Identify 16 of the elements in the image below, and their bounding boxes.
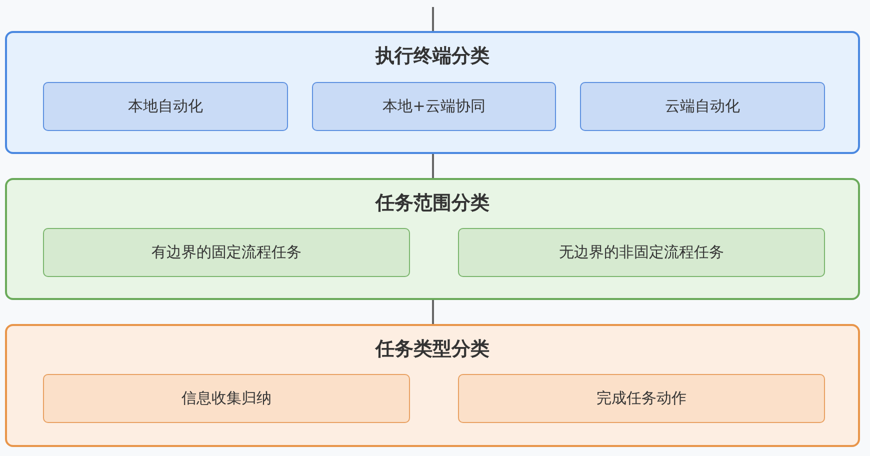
- panel-title: 任务范围分类: [374, 191, 490, 216]
- category-panel: [5, 324, 860, 447]
- category-item: 本地自动化: [43, 82, 288, 131]
- category-item: 本地+云端协同: [312, 82, 556, 131]
- category-item: 有边界的固定流程任务: [43, 228, 410, 277]
- connector-line: [432, 154, 434, 178]
- category-item: 无边界的非固定流程任务: [458, 228, 825, 277]
- category-panel: [5, 178, 860, 300]
- category-item: 完成任务动作: [458, 374, 825, 423]
- connector-line: [432, 7, 434, 31]
- category-item: 信息收集归纳: [43, 374, 410, 423]
- connector-line: [432, 300, 434, 324]
- category-item: 云端自动化: [580, 82, 825, 131]
- panel-title: 执行终端分类: [374, 44, 490, 69]
- category-panel: [5, 31, 860, 154]
- panel-title: 任务类型分类: [374, 337, 490, 362]
